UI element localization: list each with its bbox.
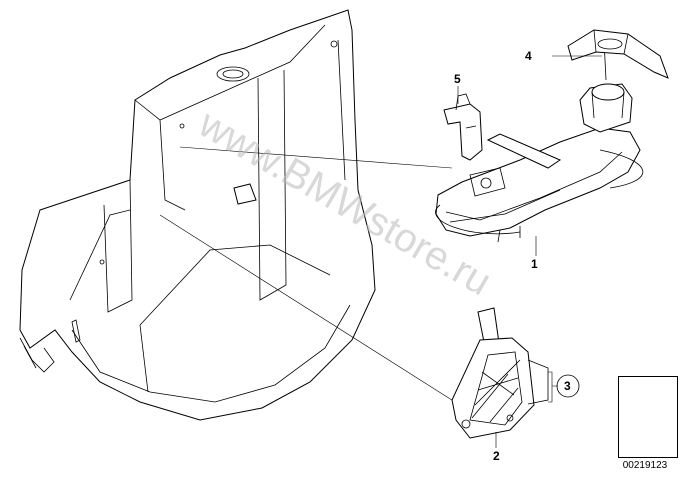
callout-3: 3 xyxy=(564,379,571,393)
callout-4: 4 xyxy=(525,49,532,63)
part-2-bracket xyxy=(451,307,549,439)
document-number: 00219123 xyxy=(622,460,668,471)
console-housing xyxy=(19,9,376,421)
legend-box xyxy=(618,376,678,458)
callout-3-circle xyxy=(556,374,580,398)
callout-5: 5 xyxy=(454,72,461,86)
callout-2: 2 xyxy=(493,449,500,463)
callout-1: 1 xyxy=(531,257,538,271)
leader-3 xyxy=(548,371,558,403)
part-5-clip xyxy=(443,93,483,161)
part-4-cover xyxy=(567,29,669,79)
leader-housing-2 xyxy=(159,214,456,403)
part-1-mechanism xyxy=(435,39,644,243)
leader-housing-5 xyxy=(179,146,453,169)
